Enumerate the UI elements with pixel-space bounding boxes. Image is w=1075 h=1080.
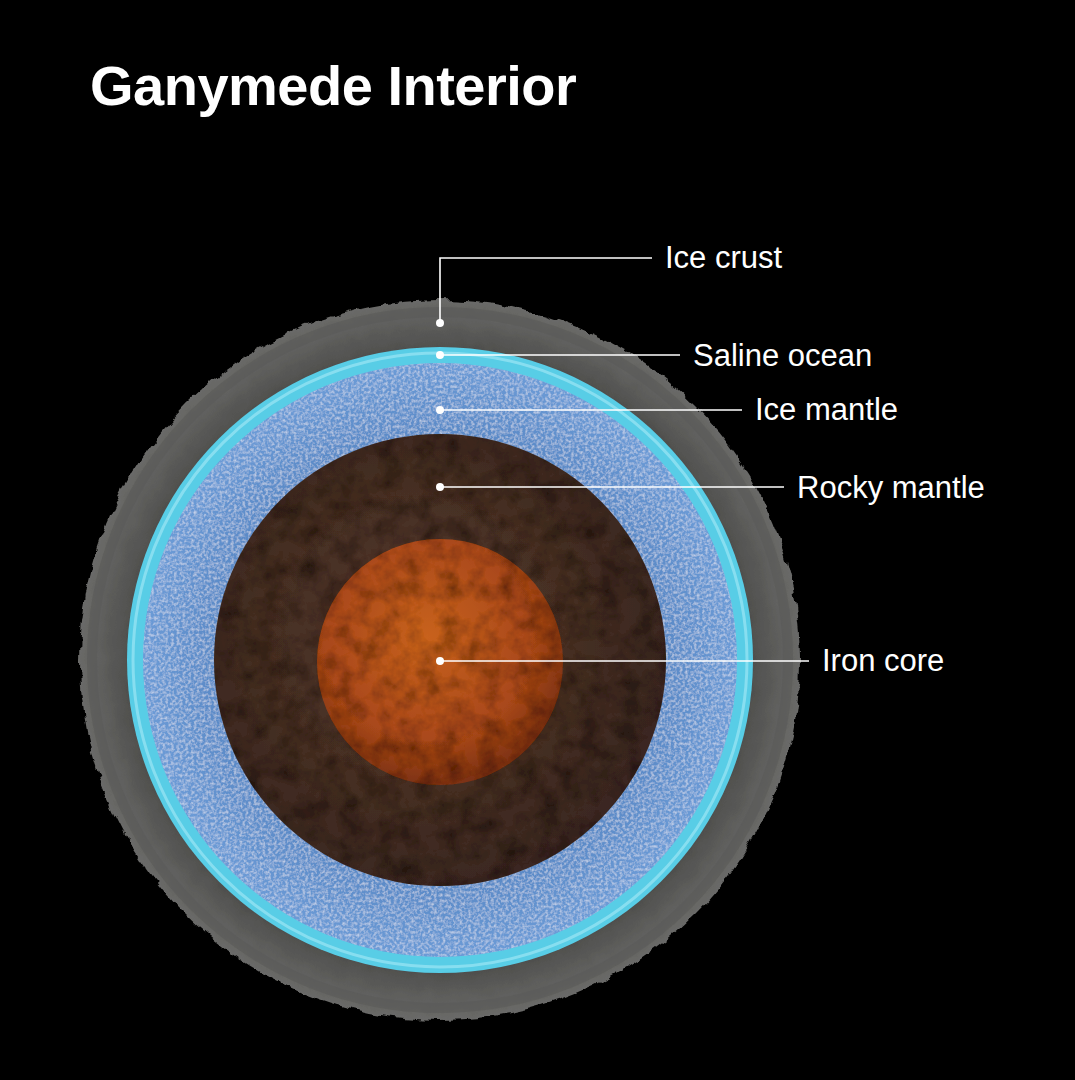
- leader-dot: [436, 657, 444, 665]
- leader-line: [440, 409, 742, 411]
- leader-dot: [436, 319, 444, 327]
- leader-line: [440, 660, 809, 662]
- ocean-highlight: [133, 353, 747, 967]
- leader-dots: [436, 319, 444, 665]
- ice-mantle-layer: [143, 363, 737, 957]
- diagram-title: Ganymede Interior: [90, 58, 576, 114]
- layer-label: Rocky mantle: [797, 471, 985, 505]
- layer-label: Ice crust: [665, 241, 782, 275]
- layer-label: Ice mantle: [755, 393, 898, 427]
- leader-dot: [436, 351, 444, 359]
- crust-texture: [92, 312, 788, 1008]
- leader-lines: [440, 258, 809, 661]
- iron-core-layer: [317, 539, 563, 785]
- leader-line: [440, 486, 784, 488]
- rocky-mantle-layer: [214, 434, 666, 886]
- leader-line: [440, 258, 652, 323]
- layer-label: Saline ocean: [693, 339, 872, 373]
- saline-ocean-layer: [127, 347, 753, 973]
- layer-label: Iron core: [822, 644, 944, 678]
- leader-dot: [436, 406, 444, 414]
- ice-crust-layer: [80, 300, 800, 1020]
- leader-dot: [436, 483, 444, 491]
- leader-line: [440, 354, 680, 356]
